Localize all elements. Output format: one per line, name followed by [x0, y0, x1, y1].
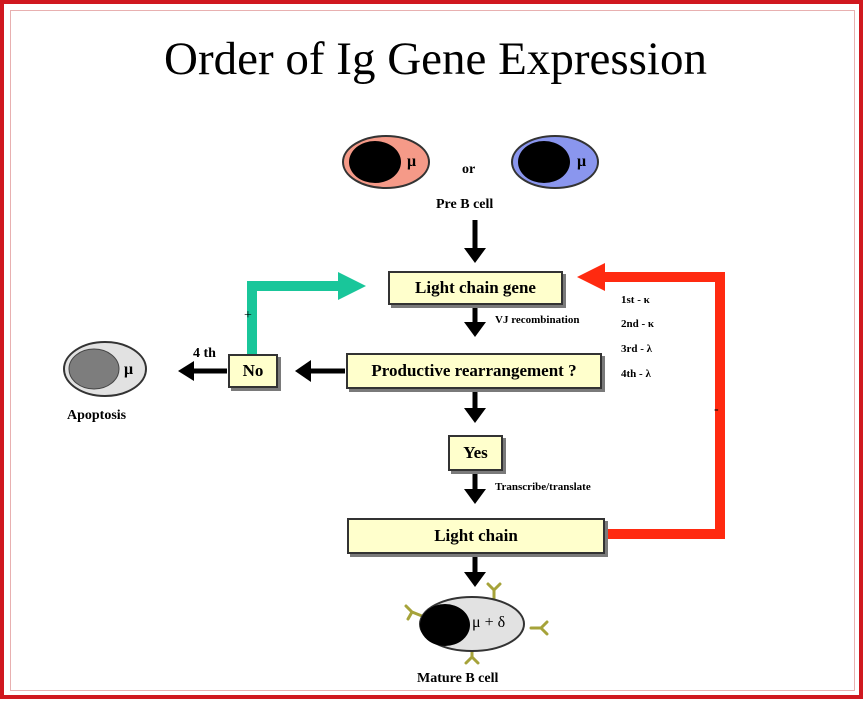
red-feedback-arrow — [577, 263, 725, 539]
order-item-2: 2nd - κ — [621, 318, 655, 330]
or-label: or — [462, 162, 476, 177]
light-chain-gene-box: Light chain gene — [388, 271, 563, 305]
light-chain-box: Light chain — [347, 518, 605, 554]
pre-b-cell-pink — [342, 135, 430, 189]
slide-title: Order of Ig Gene Expression — [164, 33, 707, 85]
flow-arrows — [178, 220, 486, 587]
mu-label-blue: μ — [577, 153, 587, 170]
slide-inner-border — [10, 10, 855, 691]
mu-delta-label: μ + δ — [472, 614, 506, 631]
order-item-4: 4th - λ — [621, 368, 651, 380]
mu-label-pink: μ — [407, 153, 417, 170]
green-retry-arrow — [247, 272, 366, 354]
vj-recombination-label: VJ recombination — [495, 314, 580, 326]
no-box: No — [228, 354, 278, 388]
apoptosis-label: Apoptosis — [67, 408, 127, 423]
diagram-graphics — [63, 135, 725, 665]
plus-label: + — [244, 308, 252, 323]
minus-label: - — [714, 402, 719, 417]
pre-b-cell-blue — [511, 135, 599, 189]
fourth-attempt-label: 4 th — [193, 346, 216, 361]
productive-rearrangement-box: Productive rearrangement ? — [346, 353, 602, 389]
apoptotic-cell — [63, 341, 147, 397]
order-item-1: 1st - κ — [621, 294, 650, 306]
mature-b-cell — [404, 582, 549, 665]
yes-box: Yes — [448, 435, 503, 471]
mature-b-cell-label: Mature B cell — [417, 671, 499, 686]
transcribe-translate-label: Transcribe/translate — [495, 481, 591, 493]
pre-b-cell-label: Pre B cell — [436, 197, 494, 212]
order-item-3: 3rd - λ — [621, 343, 653, 355]
mu-label-apoptotic: μ — [124, 361, 134, 378]
